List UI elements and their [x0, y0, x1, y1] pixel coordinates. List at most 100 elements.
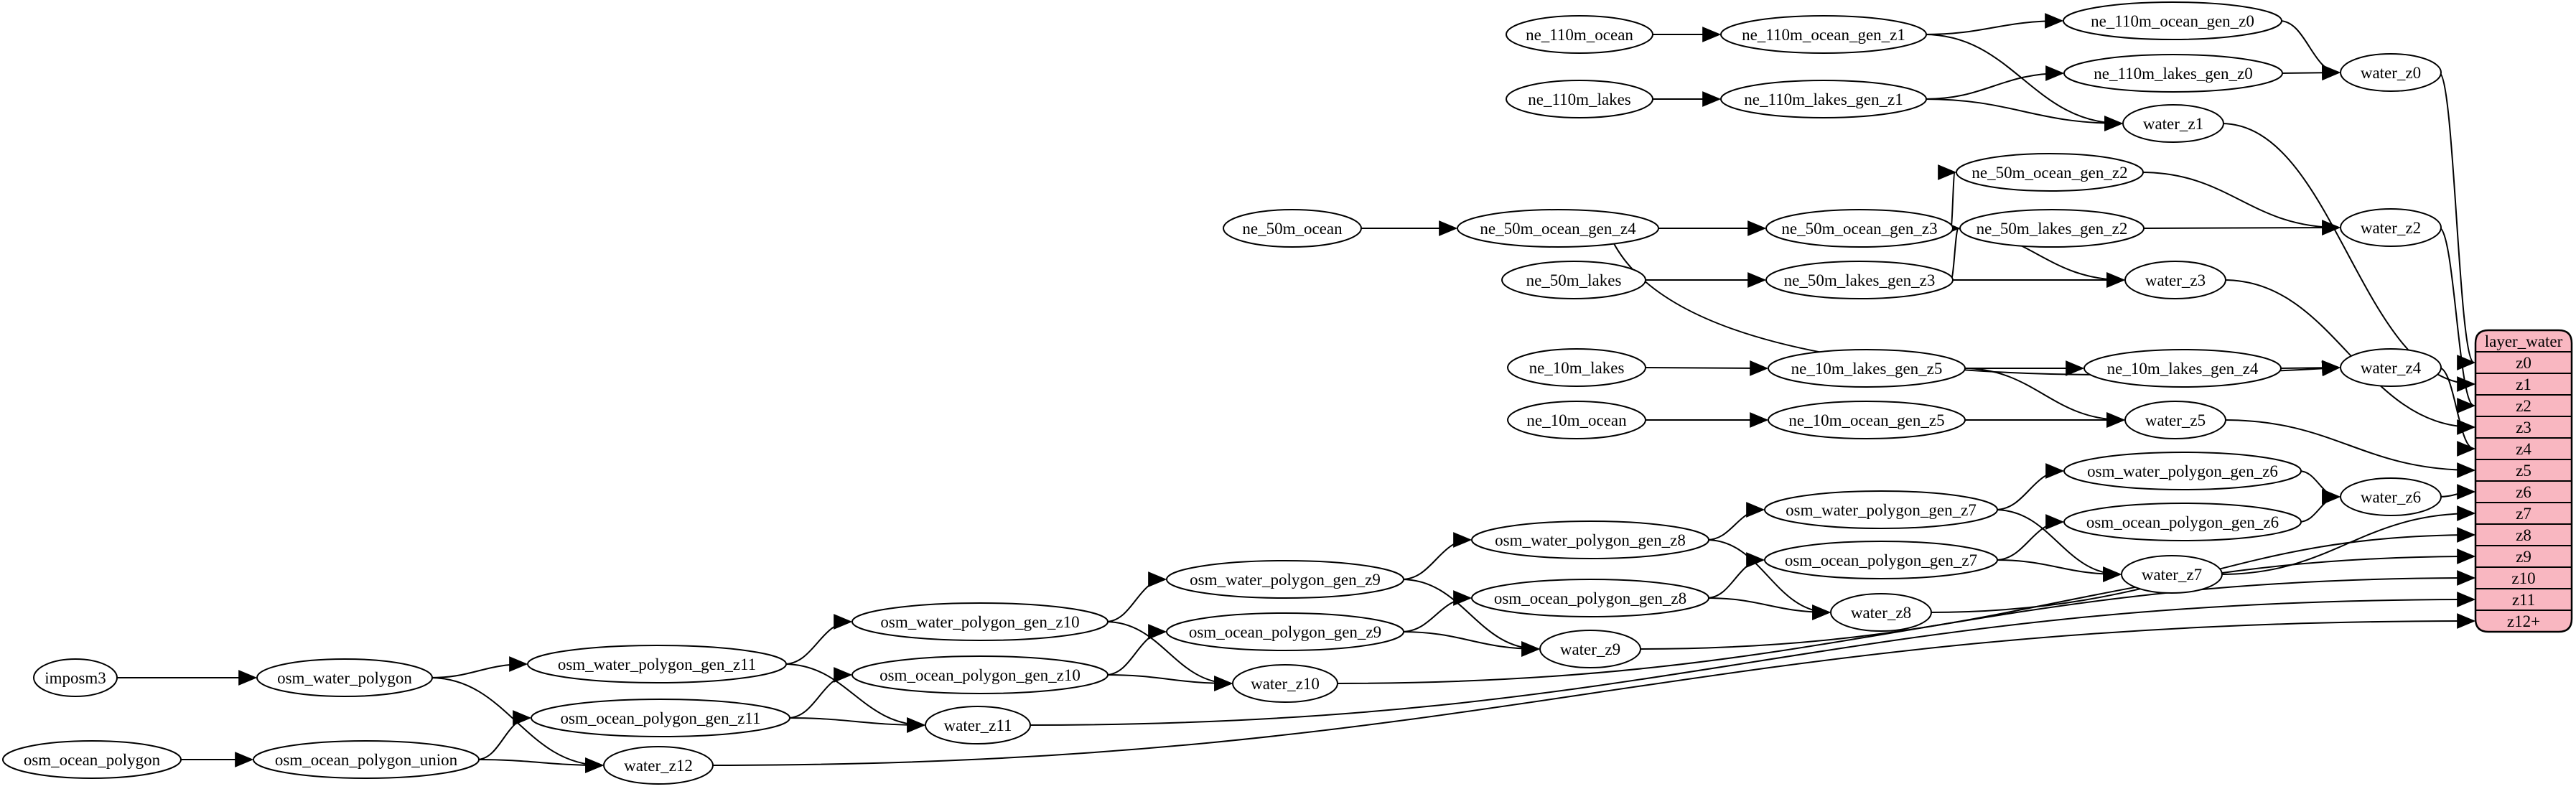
- node-label-osm_ocean_polygon_gen_z9: osm_ocean_polygon_gen_z9: [1189, 623, 1381, 641]
- edge-water_z6-to-layer_water-z6: [2438, 484, 2476, 500]
- node-shape-water_z6: [2340, 477, 2442, 516]
- edge-osm_water_polygon-to-osm_water_polygon_gen_z11: [429, 656, 528, 678]
- edge-osm_water_polygon_gen_z8-to-water_z8: [1706, 539, 1831, 620]
- node-ne_110m_ocean: ne_110m_ocean: [1506, 15, 1653, 54]
- record-row-z3: z3: [2516, 419, 2531, 436]
- node-shape-osm_water_polygon_gen_z6: [2063, 452, 2302, 490]
- node-osm_water_polygon_gen_z9: osm_water_polygon_gen_z9: [1166, 560, 1404, 599]
- edge-osm_water_polygon_gen_z7-to-osm_water_polygon_gen_z6: [1994, 463, 2065, 510]
- edge-ne_110m_ocean_gen_z1-to-ne_110m_ocean_gen_z0: [1923, 13, 2064, 35]
- edge-osm_ocean_polygon_gen_z6-to-water_z6: [2298, 489, 2341, 523]
- node-osm_water_polygon_gen_z6: osm_water_polygon_gen_z6: [2063, 452, 2302, 490]
- node-label-ne_110m_lakes_gen_z0: ne_110m_lakes_gen_z0: [2094, 65, 2252, 83]
- node-shape-ne_50m_lakes_gen_z2: [1959, 209, 2145, 248]
- record-row-z8: z8: [2516, 526, 2531, 544]
- node-label-ne_110m_lakes_gen_z1: ne_110m_lakes_gen_z1: [1744, 90, 1903, 108]
- node-water_z2: water_z2: [2340, 208, 2442, 247]
- edge-water_z0-to-layer_water-z0: [2438, 72, 2476, 370]
- node-label-ne_10m_ocean: ne_10m_ocean: [1526, 411, 1627, 429]
- node-shape-water_z9: [1539, 630, 1641, 668]
- record-row-z6: z6: [2516, 483, 2531, 501]
- node-label-osm_water_polygon: osm_water_polygon: [277, 669, 412, 687]
- edge-osm_water_polygon_gen_z7-to-water_z7: [1994, 509, 2122, 582]
- node-label-water_z12: water_z12: [624, 757, 693, 775]
- node-imposm3: imposm3: [33, 658, 118, 697]
- node-water_z12: water_z12: [603, 746, 714, 785]
- node-water_z7: water_z7: [2121, 555, 2223, 594]
- node-shape-ne_50m_lakes_gen_z3: [1765, 261, 1954, 299]
- record-row-z5: z5: [2516, 462, 2531, 480]
- edge-water_z12-to-layer_water-z12+: [710, 613, 2476, 766]
- edge-osm_ocean_polygon_gen_z11-to-osm_ocean_polygon_gen_z10: [787, 667, 853, 719]
- node-shape-water_z1: [2122, 104, 2224, 143]
- edge-water_z10-to-layer_water-z10: [1335, 570, 2476, 684]
- node-label-ne_10m_lakes: ne_10m_lakes: [1529, 359, 1625, 377]
- node-ne_110m_ocean_gen_z0: ne_110m_ocean_gen_z0: [2063, 1, 2282, 40]
- node-water_z1: water_z1: [2122, 104, 2224, 143]
- node-ne_50m_ocean_gen_z2: ne_50m_ocean_gen_z2: [1956, 153, 2144, 192]
- node-label-ne_10m_lakes_gen_z4: ne_10m_lakes_gen_z4: [2107, 360, 2259, 378]
- edge-osm_ocean_polygon_gen_z8-to-osm_ocean_polygon_gen_z7: [1706, 552, 1765, 599]
- node-label-osm_ocean_polygon_gen_z10: osm_ocean_polygon_gen_z10: [879, 666, 1081, 684]
- node-label-ne_10m_ocean_gen_z5: ne_10m_ocean_gen_z5: [1788, 411, 1944, 429]
- node-label-water_z5: water_z5: [2145, 411, 2206, 429]
- node-label-ne_50m_ocean_gen_z3: ne_50m_ocean_gen_z3: [1781, 220, 1937, 238]
- node-shape-water_z7: [2121, 555, 2223, 594]
- edge-ne_110m_lakes_gen_z1-to-water_z1: [1923, 98, 2124, 131]
- node-shape-ne_10m_lakes: [1507, 348, 1646, 387]
- node-shape-ne_50m_lakes: [1501, 261, 1646, 299]
- node-shape-ne_110m_lakes: [1506, 80, 1653, 118]
- node-shape-osm_water_polygon_gen_z8: [1471, 520, 1709, 559]
- node-shape-osm_water_polygon: [256, 658, 433, 697]
- node-shape-ne_50m_ocean_gen_z4: [1457, 209, 1659, 248]
- node-label-water_z3: water_z3: [2145, 271, 2206, 289]
- edge-osm_water_polygon_gen_z9-to-water_z9: [1401, 579, 1541, 657]
- record-row-z12+: z12+: [2507, 612, 2540, 630]
- record-row-z0: z0: [2516, 354, 2531, 372]
- node-osm_ocean_polygon_gen_z6: osm_ocean_polygon_gen_z6: [2063, 503, 2302, 541]
- node-osm_ocean_polygon_gen_z11: osm_ocean_polygon_gen_z11: [531, 699, 790, 737]
- node-shape-osm_water_polygon_gen_z10: [851, 602, 1109, 641]
- node-shape-water_z5: [2124, 401, 2226, 439]
- node-label-imposm3: imposm3: [45, 669, 106, 687]
- node-ne_10m_lakes_gen_z5: ne_10m_lakes_gen_z5: [1768, 349, 1966, 388]
- node-osm_water_polygon_gen_z10: osm_water_polygon_gen_z10: [851, 602, 1109, 641]
- node-shape-water_z10: [1232, 664, 1338, 703]
- node-water_z4: water_z4: [2340, 348, 2442, 387]
- node-osm_water_polygon_gen_z11: osm_water_polygon_gen_z11: [527, 645, 787, 683]
- node-osm_water_polygon: osm_water_polygon: [256, 658, 433, 697]
- node-label-osm_ocean_polygon: osm_ocean_polygon: [24, 751, 161, 769]
- node-water_z10: water_z10: [1232, 664, 1338, 703]
- node-label-osm_water_polygon_gen_z10: osm_water_polygon_gen_z10: [880, 613, 1079, 631]
- edge-ne_50m_lakes_gen_z3-to-ne_50m_lakes_gen_z2: [1941, 220, 1961, 281]
- node-label-osm_ocean_polygon_gen_z7: osm_ocean_polygon_gen_z7: [1785, 551, 1977, 569]
- node-shape-osm_ocean_polygon_gen_z7: [1764, 541, 1998, 579]
- edge-ne_10m_lakes_gen_z5-to-water_z5: [1962, 368, 2126, 428]
- node-shape-water_z4: [2340, 348, 2442, 387]
- nodes-layer: imposm3 osm_water_polygon osm_ocean_polygo…: [2, 1, 2442, 785]
- node-label-osm_ocean_polygon_gen_z8: osm_ocean_polygon_gen_z8: [1494, 589, 1686, 607]
- node-osm_ocean_polygon_gen_z8: osm_ocean_polygon_gen_z8: [1471, 579, 1709, 617]
- edge-osm_ocean_polygon_gen_z9-to-osm_ocean_polygon_gen_z8: [1401, 590, 1473, 632]
- node-label-osm_water_polygon_gen_z8: osm_water_polygon_gen_z8: [1495, 531, 1686, 549]
- node-label-ne_50m_lakes_gen_z2: ne_50m_lakes_gen_z2: [1977, 220, 2128, 238]
- record-row-z7: z7: [2516, 505, 2531, 523]
- node-shape-water_z3: [2124, 261, 2226, 299]
- node-ne_50m_ocean_gen_z3: ne_50m_ocean_gen_z3: [1765, 209, 1954, 248]
- node-water_z8: water_z8: [1830, 593, 1932, 632]
- record-row-z4: z4: [2516, 440, 2531, 458]
- edge-osm_water_polygon_gen_z11-to-water_z11: [783, 663, 926, 733]
- node-label-osm_water_polygon_gen_z11: osm_water_polygon_gen_z11: [558, 655, 756, 673]
- node-ne_110m_lakes_gen_z0: ne_110m_lakes_gen_z0: [2063, 54, 2283, 93]
- node-shape-osm_water_polygon_gen_z7: [1764, 490, 1998, 529]
- record-title: layer_water: [2485, 332, 2563, 350]
- node-ne_50m_ocean_gen_z4: ne_50m_ocean_gen_z4: [1457, 209, 1659, 248]
- edge-osm_water_polygon_gen_z9-to-osm_water_polygon_gen_z8: [1401, 532, 1473, 580]
- edge-osm_ocean_polygon_gen_z9-to-water_z9: [1401, 631, 1541, 657]
- edge-osm_water_polygon_gen_z8-to-osm_water_polygon_gen_z7: [1706, 502, 1765, 541]
- node-label-ne_50m_lakes: ne_50m_lakes: [1526, 271, 1622, 289]
- node-shape-osm_ocean_polygon: [2, 740, 182, 779]
- node-label-ne_110m_ocean_gen_z1: ne_110m_ocean_gen_z1: [1742, 26, 1905, 44]
- node-ne_110m_lakes: ne_110m_lakes: [1506, 80, 1653, 118]
